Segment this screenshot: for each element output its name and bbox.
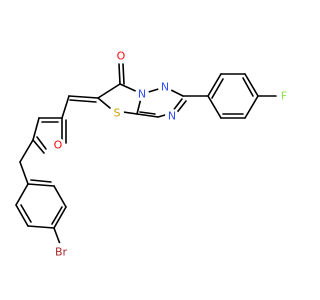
atom-f-label: F bbox=[281, 90, 287, 103]
atom-br: Br bbox=[52, 243, 70, 261]
atom-o-furan: O bbox=[51, 138, 65, 152]
atom-n-triazole-4: N bbox=[165, 109, 179, 123]
atom-labels: O N N N S O F Br bbox=[51, 49, 291, 261]
atom-n-triazole-4-label: N bbox=[168, 110, 176, 123]
atom-s-ring: S bbox=[110, 106, 124, 120]
atom-n-bridge-label: N bbox=[138, 88, 146, 101]
atom-n-triazole-2-label: N bbox=[161, 81, 169, 94]
atom-s-ring-label: S bbox=[114, 107, 121, 120]
atom-o-furan-label: O bbox=[54, 139, 63, 152]
atom-o-carbonyl-label: O bbox=[117, 50, 126, 63]
atom-n-bridge: N bbox=[135, 87, 149, 101]
atom-f: F bbox=[277, 89, 291, 103]
atom-n-triazole-2: N bbox=[158, 80, 172, 94]
atom-br-label: Br bbox=[55, 246, 68, 259]
atom-o-carbonyl: O bbox=[114, 49, 128, 63]
molecule-structure: O N N N S O F Br bbox=[15, 49, 291, 261]
